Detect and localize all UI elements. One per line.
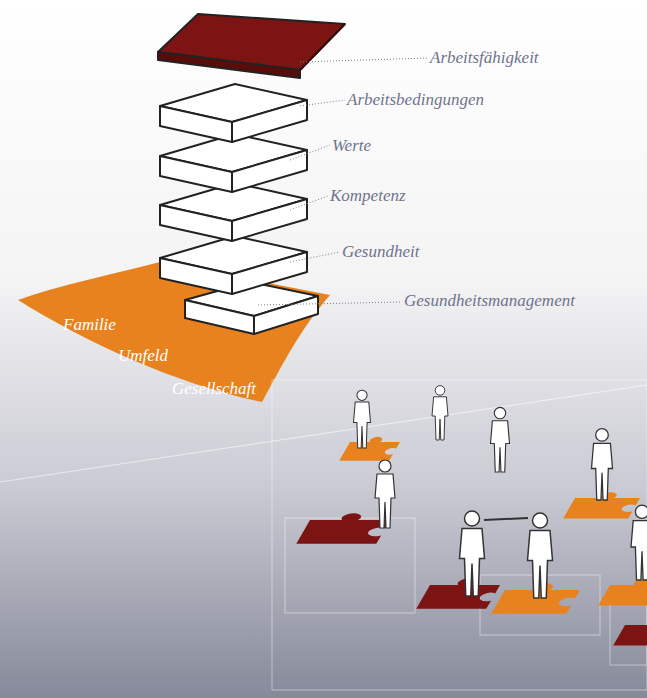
- person-figure: [460, 511, 485, 596]
- puzzle-piece: [563, 492, 643, 518]
- slab-side: [160, 205, 232, 241]
- slab-side: [160, 258, 232, 294]
- slab-top: [185, 282, 318, 316]
- slab-side: [160, 156, 232, 192]
- layer-label: Gesundheit: [342, 242, 419, 262]
- slab-top: [160, 183, 307, 221]
- leader-line: [300, 100, 345, 106]
- frame-lines: [272, 380, 647, 690]
- frame-rect: [285, 518, 415, 613]
- puzzle-piece: [339, 437, 403, 461]
- mat-fill: [18, 262, 330, 402]
- slab-side: [232, 150, 307, 192]
- slab-side: [232, 199, 307, 241]
- person-figure: [432, 386, 448, 440]
- roof-top: [158, 14, 345, 70]
- frame-rect: [272, 380, 647, 690]
- person-figure: [491, 407, 510, 472]
- slab-top: [160, 84, 307, 122]
- slab-side: [160, 106, 232, 142]
- divider-line: [0, 385, 647, 482]
- layer-label: Kompetenz: [330, 186, 406, 206]
- slab-side: [185, 300, 254, 334]
- person-figure: [528, 513, 553, 598]
- puzzle-piece: [491, 583, 584, 613]
- person-figure: [592, 429, 613, 500]
- frame-rect: [480, 575, 600, 635]
- slab-side: [254, 296, 318, 334]
- roof-edge: [300, 24, 345, 70]
- leader-line: [290, 252, 340, 262]
- mat-text: Gesellschaft: [172, 379, 256, 399]
- layer-label: Arbeitsfähigkeit: [430, 48, 539, 68]
- layer-label: Werte: [332, 136, 371, 156]
- people: [354, 386, 647, 598]
- puzzle-piece: [296, 513, 394, 543]
- handshake: [484, 518, 528, 520]
- ground-mat: FamilieUmfeldGesellschaft: [10, 255, 340, 415]
- stack: [158, 14, 345, 334]
- slab-top: [160, 236, 307, 274]
- puzzle-piece: [613, 619, 647, 645]
- puzzle-piece: [598, 579, 647, 605]
- leader-line: [290, 196, 328, 210]
- person-figure: [354, 390, 371, 448]
- frame-rect: [610, 595, 647, 665]
- puzzle-pieces: [296, 437, 647, 646]
- leader-line: [258, 302, 402, 305]
- layer-label: Arbeitsbedingungen: [347, 90, 484, 110]
- slab-side: [232, 252, 307, 294]
- mat-text: Umfeld: [118, 346, 168, 366]
- leader-line: [300, 58, 428, 62]
- slab-side: [232, 100, 307, 142]
- person-figure: [631, 505, 647, 580]
- roof-side: [158, 52, 300, 78]
- slab-top: [160, 134, 307, 172]
- person-figure: [375, 460, 395, 528]
- mat-text: Familie: [63, 315, 116, 335]
- puzzle-piece: [416, 578, 504, 608]
- leader-line: [290, 145, 330, 160]
- layer-label: Gesundheitsmanagement: [404, 291, 575, 311]
